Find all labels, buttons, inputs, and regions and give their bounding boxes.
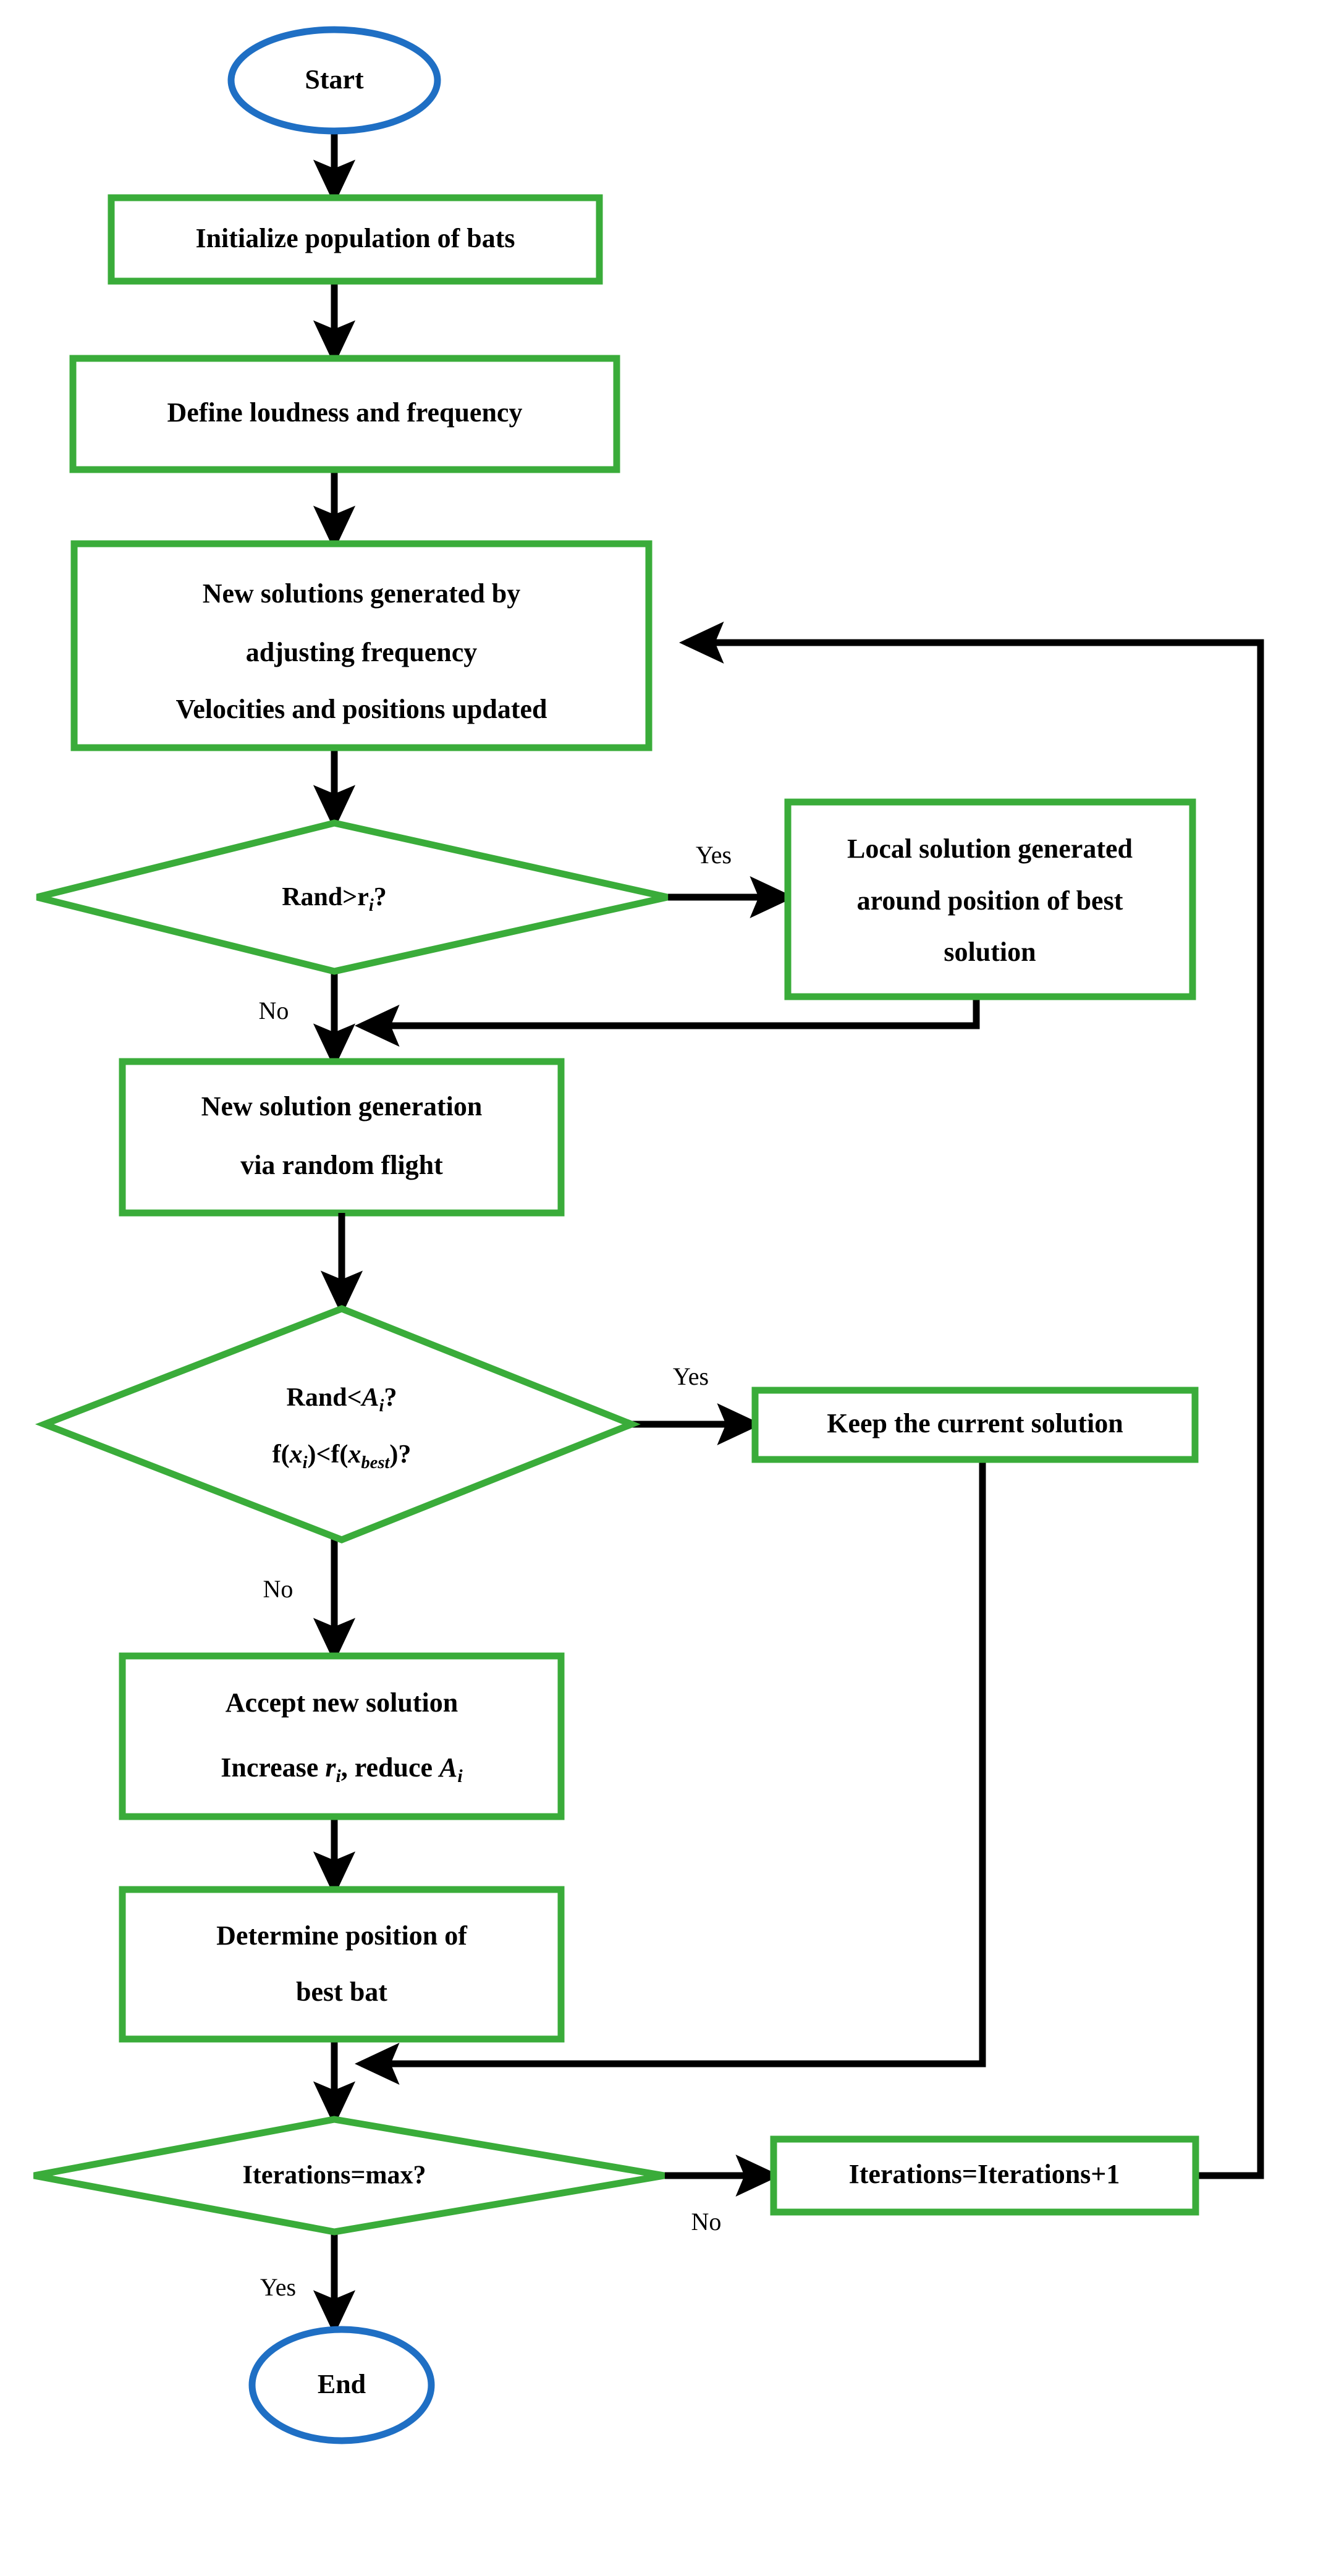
define-loudness-box-shape — [69, 355, 620, 473]
local-solution-line3: solution — [944, 937, 1036, 967]
edge-label-decision3-yes: Yes — [260, 2273, 296, 2301]
new-solutions-line1: New solutions generated by — [203, 578, 521, 609]
fx-sub-2: best — [361, 1453, 390, 1472]
decision-rand-lt-a-suffix: ? — [384, 1383, 397, 1412]
node-accept-new-solution[interactable]: Accept new solution Increase ri, reduce … — [119, 1652, 565, 1820]
connector-increment-back-to-newsolutions — [679, 621, 1264, 2179]
decision-rand-gt-r-label: Rand>ri? — [282, 883, 387, 915]
reduce-var-a: A — [437, 1752, 457, 1783]
local-solution-line1: Local solution generated — [847, 834, 1133, 864]
node-random-flight[interactable]: New solution generation via random fligh… — [119, 1058, 565, 1217]
decision-rand-lt-a-var: A — [360, 1383, 379, 1412]
node-initialize-population[interactable]: Initialize population of bats — [108, 194, 603, 285]
determine-best-bat-line1: Determine position of — [216, 1920, 468, 1951]
start-ellipse-shape — [227, 26, 441, 135]
fx-prefix: f( — [272, 1440, 290, 1469]
increment-iterations-box-shape — [770, 2135, 1199, 2216]
new-solutions-line2: adjusting frequency — [246, 637, 477, 667]
increment-iterations-label: Iterations=Iterations+1 — [849, 2159, 1120, 2189]
determine-best-bat-line2: best bat — [296, 1977, 387, 2007]
fx-mid: )<f( — [308, 1440, 348, 1469]
decision-rand-lt-a-line2: f(xi)<f(xbest)? — [272, 1440, 412, 1472]
fx-var-2: x — [347, 1440, 361, 1469]
node-local-solution[interactable]: Local solution generated around position… — [784, 798, 1196, 1000]
accept-new-solution-line1: Accept new solution — [226, 1687, 458, 1718]
decision-rand-lt-a-line1: Rand<Ai? — [287, 1383, 397, 1416]
edge-label-decision1-no: No — [259, 997, 289, 1024]
start-label: Start — [305, 64, 364, 95]
node-decision-rand-gt-r[interactable]: Rand>ri? — [36, 819, 669, 975]
reduce-mid: , reduce — [341, 1752, 439, 1783]
increase-var-r: r — [325, 1752, 336, 1783]
node-keep-current-solution[interactable]: Keep the current solution — [751, 1387, 1199, 1463]
edge-label-decision1-yes: Yes — [696, 841, 732, 869]
initialize-population-box-shape — [108, 194, 603, 285]
connector-group — [313, 108, 795, 2335]
node-decision-rand-lt-a[interactable]: Rand<Ai? f(xi)<f(xbest)? — [35, 1305, 641, 1543]
decision-rand-lt-a-diamond-shape — [35, 1305, 641, 1543]
decision-rand-lt-a-prefix: Rand< — [287, 1383, 362, 1412]
decision-rand-lt-a-subscript: i — [379, 1396, 384, 1416]
random-flight-line2: via random flight — [240, 1150, 443, 1180]
node-determine-best-bat[interactable]: Determine position of best bat — [119, 1886, 565, 2043]
decision-rand-gt-r-subscript: i — [369, 896, 374, 915]
random-flight-line1: New solution generation — [201, 1091, 483, 1121]
keep-current-solution-box-shape — [751, 1387, 1199, 1463]
new-solutions-line3: Velocities and positions updated — [175, 694, 547, 724]
accept-new-solution-line2: Increase ri, reduce Ai — [221, 1752, 463, 1786]
decision-rand-gt-r-prefix: Rand>r — [282, 883, 369, 911]
connector-local-back-to-mainline — [355, 996, 980, 1047]
determine-best-bat-box-shape — [119, 1886, 565, 2043]
fx-var-1: x — [289, 1440, 303, 1469]
local-solution-box-shape — [784, 798, 1196, 1000]
edge-label-decision2-yes: Yes — [673, 1362, 709, 1390]
decision-rand-gt-r-suffix: ? — [374, 883, 387, 911]
node-start[interactable]: Start — [227, 26, 441, 135]
node-increment-iterations[interactable]: Iterations=Iterations+1 — [770, 2135, 1199, 2216]
edge-label-decision3-no: No — [691, 2208, 722, 2236]
end-label: End — [318, 2369, 366, 2399]
node-define-loudness[interactable]: Define loudness and frequency — [69, 355, 620, 473]
edge-label-decision2-no: No — [263, 1575, 294, 1603]
keep-current-solution-label: Keep the current solution — [827, 1408, 1123, 1438]
random-flight-box-shape — [119, 1058, 565, 1217]
fx-sub-1: i — [303, 1453, 308, 1472]
decision-iterations-max-diamond-shape — [33, 2116, 665, 2236]
connector-keep-back-to-mainline — [355, 1459, 986, 2085]
local-solution-line2: around position of best — [857, 885, 1123, 916]
node-end[interactable]: End — [248, 2326, 435, 2444]
accept-new-solution-box-shape — [119, 1652, 565, 1820]
increase-sub-r: i — [336, 1766, 341, 1786]
node-decision-iterations-max[interactable]: Iterations=max? — [33, 2116, 665, 2236]
define-loudness-label: Define loudness and frequency — [167, 397, 523, 428]
decision-iterations-max-label: Iterations=max? — [243, 2161, 426, 2190]
increase-prefix: Increase — [221, 1752, 325, 1783]
node-new-solutions[interactable]: New solutions generated by adjusting fre… — [70, 540, 653, 751]
initialize-population-label: Initialize population of bats — [195, 223, 515, 253]
fx-suffix: )? — [389, 1440, 411, 1469]
decision-rand-gt-r-diamond-shape — [36, 819, 669, 975]
new-solutions-box-shape — [70, 540, 653, 751]
reduce-sub-a: i — [457, 1766, 463, 1786]
end-ellipse-shape — [248, 2326, 435, 2444]
